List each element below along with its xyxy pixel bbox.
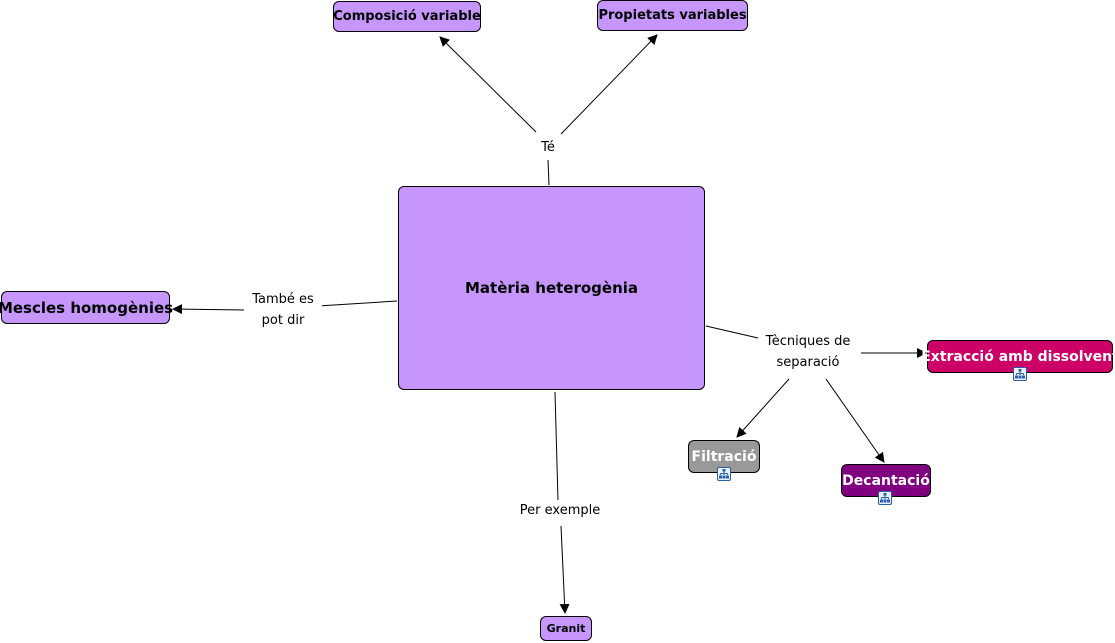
arrow-per-exemple-to-granit	[559, 525, 570, 614]
submap-icon[interactable]	[1013, 367, 1027, 381]
linking-phrase-text: pot dir	[261, 313, 305, 328]
concept-label: Decantació	[842, 472, 930, 489]
linking-phrase-per-exemple[interactable]: Per exemple	[510, 500, 610, 521]
arrow-te-to-composicio	[439, 36, 537, 133]
concept-granit[interactable]: Granit	[540, 616, 592, 641]
concept-label: Granit	[546, 622, 586, 635]
linking-phrase-text: Té	[541, 140, 555, 155]
concept-mescles-homogenies[interactable]: Mescles homogènies	[0, 291, 174, 324]
line-main-to-tecniques	[705, 325, 759, 339]
submap-icon[interactable]	[878, 491, 892, 505]
arrow-tecniques-to-filtracio	[736, 378, 790, 438]
line-main-to-per-exemple	[554, 391, 559, 502]
concept-label: Matèria heterogènia	[464, 279, 639, 297]
concept-label: Extracció amb dissolvent	[921, 348, 1115, 365]
concept-label: Filtració	[691, 448, 757, 465]
arrow-te-to-propietats	[560, 34, 658, 135]
arrow-tecniques-to-decantacio	[825, 378, 885, 463]
concept-propietats-variables[interactable]: Propietats variables	[597, 0, 748, 31]
line-main-to-tambe	[317, 300, 398, 307]
concept-label: Mescles homogènies	[0, 298, 174, 317]
arrow-tambe-to-mescles	[172, 304, 246, 315]
linking-phrase-text: separació	[776, 355, 840, 370]
concept-label: Composició variable	[333, 9, 481, 24]
line-main-to-te	[547, 159, 550, 186]
linking-phrase-text: També es	[252, 292, 314, 307]
concept-composicio-variable[interactable]: Composició variable	[333, 1, 481, 32]
concept-label: Propietats variables	[598, 8, 747, 23]
linking-phrase-text: Per exemple	[519, 503, 601, 518]
linking-phrase-text: Tècniques de	[765, 334, 851, 349]
concept-materia-heterogenia[interactable]: Matèria heterogènia	[398, 186, 705, 390]
linking-phrase-te[interactable]: Té	[534, 137, 562, 158]
submap-icon[interactable]	[717, 467, 731, 481]
linking-phrase-tambe-es-pot-dir[interactable]: També es pot dir	[244, 289, 322, 331]
linking-phrase-tecniques-de-separacio[interactable]: Tècniques de separació	[758, 331, 858, 373]
